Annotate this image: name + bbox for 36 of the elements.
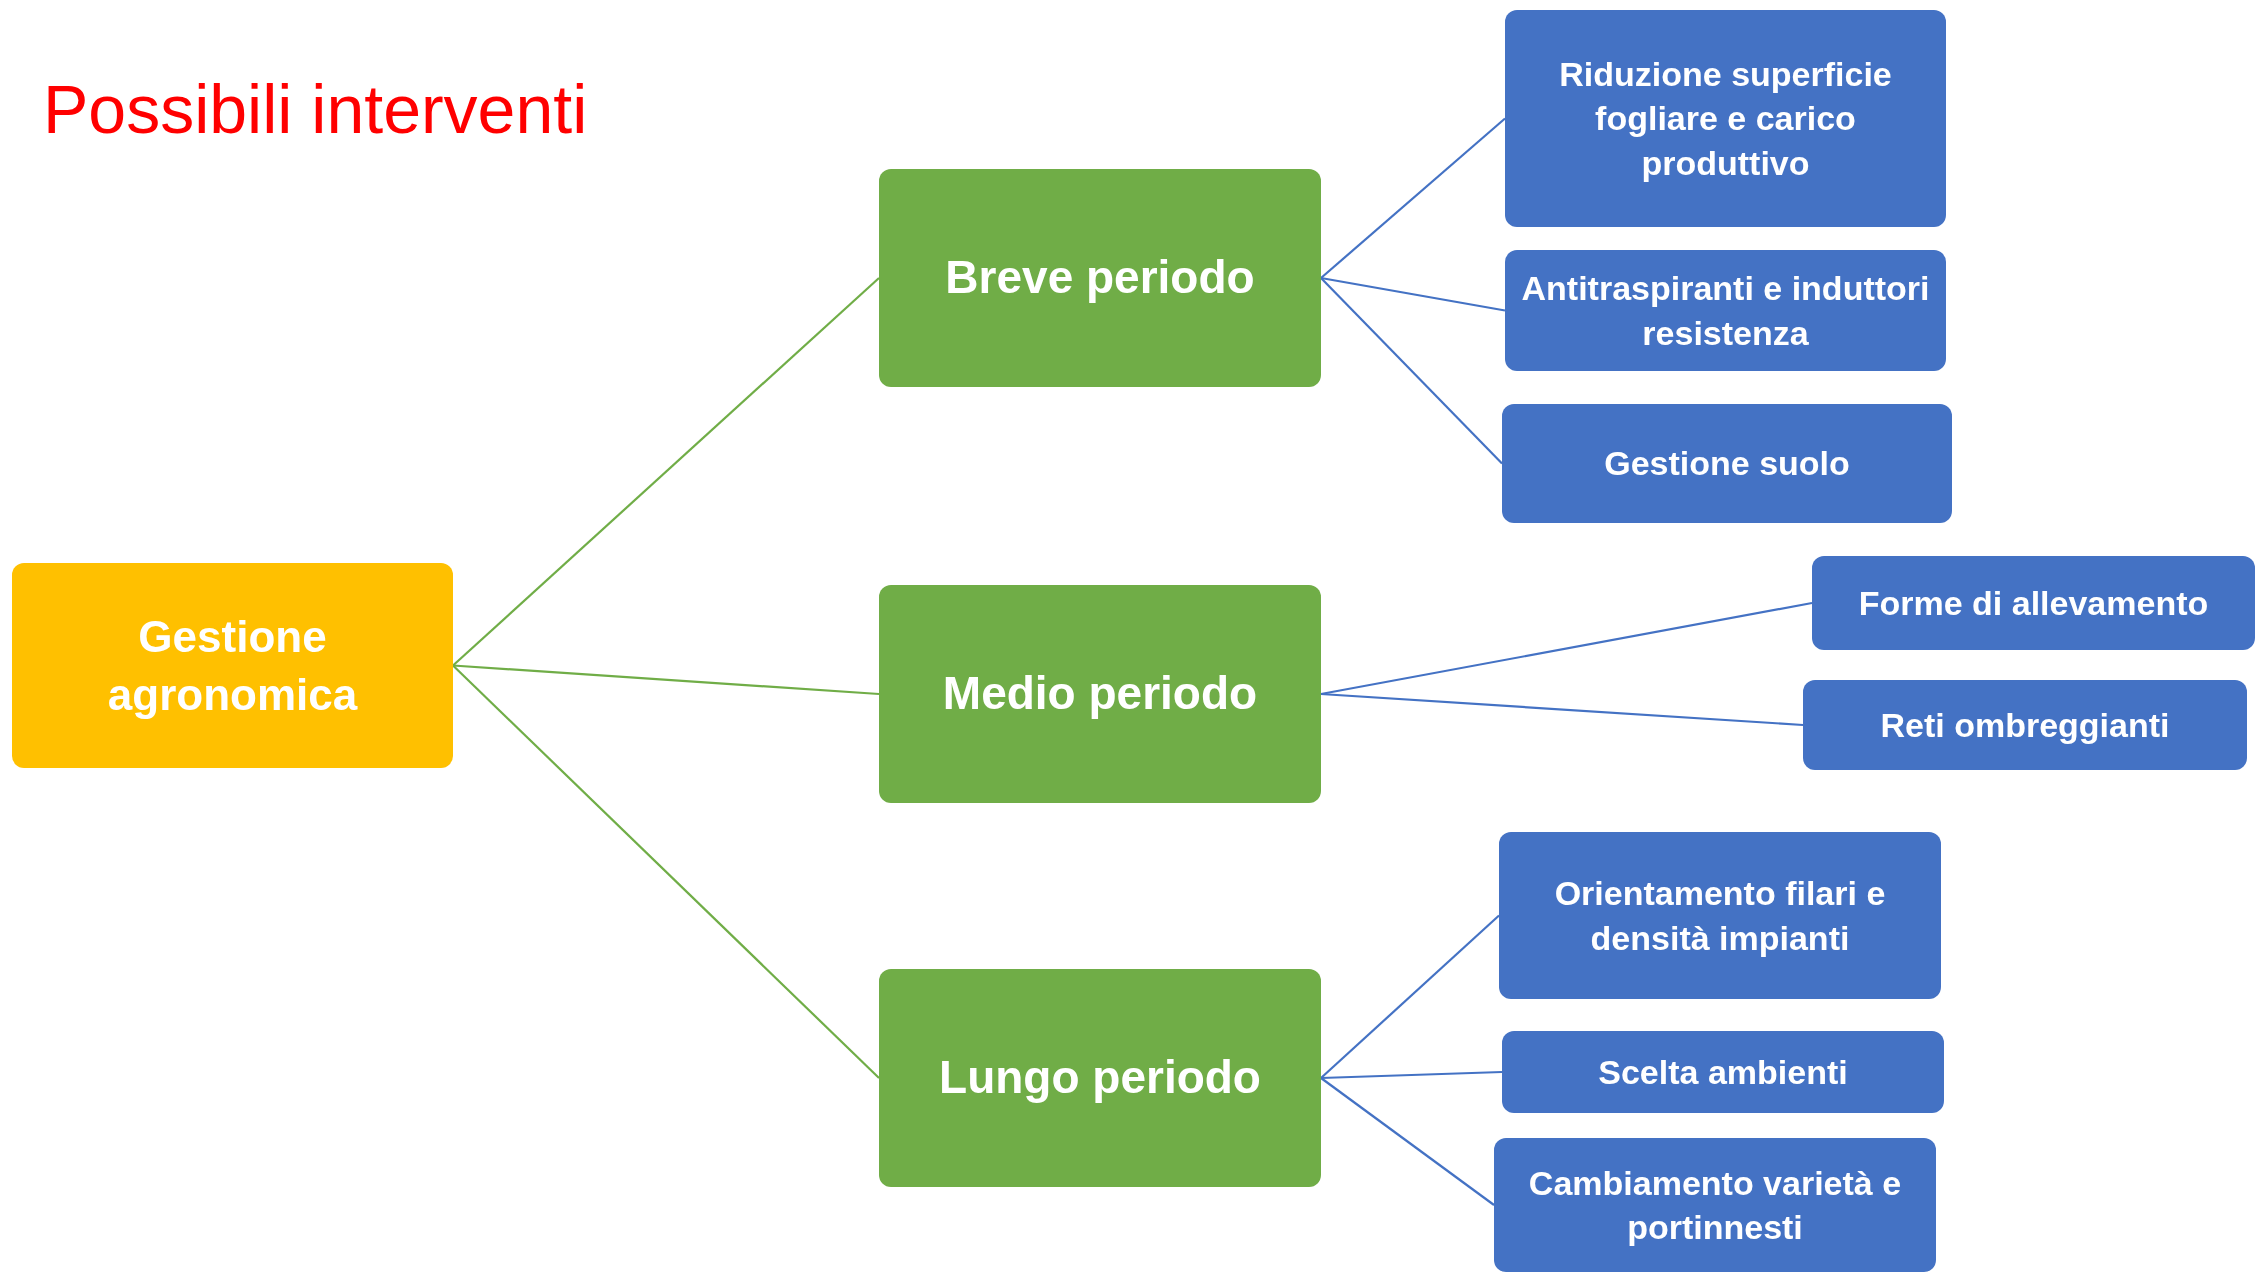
category-box: [879, 169, 1321, 387]
node-label: Orientamento filari e densità impianti: [1553, 873, 1887, 959]
category-box: [879, 585, 1321, 803]
connector-line: [452, 277, 880, 667]
intervention-box: [1505, 10, 1946, 227]
connector-line: [452, 664, 880, 1079]
node-label: Scelta ambienti: [1598, 1051, 1848, 1093]
intervention-box: [1499, 832, 1941, 999]
node-label: Breve periodo: [945, 250, 1255, 306]
node-label: Forme di allevamento: [1858, 582, 2209, 624]
intervention-box: [1502, 404, 1952, 523]
node-label: Medio periodo: [942, 666, 1258, 722]
connector-line: [1320, 1070, 1503, 1080]
connector-line: [1320, 117, 1506, 279]
connector-line: [1320, 277, 1503, 465]
node-label: Cambiamento varietà e portinnesti: [1527, 1162, 1903, 1248]
node-label: Lungo periodo: [939, 1050, 1261, 1106]
connector-line: [1320, 276, 1506, 312]
connector-line: [1320, 914, 1500, 1079]
root-box: [12, 563, 453, 768]
connector-line: [452, 664, 880, 696]
intervention-box: [1505, 250, 1946, 371]
intervention-box: [1803, 680, 2247, 770]
node-label: Gestione suolo: [1604, 443, 1850, 485]
node-label: Gestione agronomica: [106, 611, 359, 721]
connector-line: [1320, 1077, 1495, 1206]
intervention-box: [1812, 556, 2255, 650]
intervention-box: [1494, 1138, 1936, 1272]
node-label: Reti ombreggianti: [1880, 704, 2170, 746]
node-label: Riduzione superficie fogliare e carico produttivo: [1558, 54, 1893, 184]
connector-line: [1320, 692, 1804, 727]
connector-line: [1320, 601, 1813, 696]
node-label: Antitraspiranti e induttori resistenza: [1521, 268, 1930, 354]
diagram-title: Possibili interventi: [43, 70, 588, 148]
category-box: [879, 969, 1321, 1187]
intervention-box: [1502, 1031, 1944, 1113]
